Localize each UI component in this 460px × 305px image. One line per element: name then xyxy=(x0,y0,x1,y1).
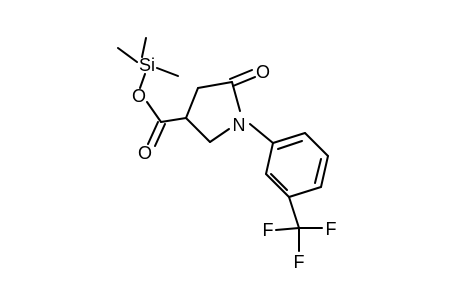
bond-ring-c4-c5 xyxy=(197,81,233,89)
bond-ar-inner-1 xyxy=(277,140,303,150)
bond-carboxyl-carbon-ring xyxy=(160,117,187,123)
bond-n-phenyl xyxy=(249,123,274,144)
bond-ar-1 xyxy=(272,132,306,144)
bond-si-methyl-right xyxy=(156,67,179,77)
bond-ar-3 xyxy=(320,155,329,188)
trifluoromethyl-group xyxy=(275,196,323,252)
pyrrolidinone-ring xyxy=(185,69,256,143)
bond-ar-5 xyxy=(265,173,290,198)
bond-lactam-double-b xyxy=(232,76,256,87)
lactam-oxygen-label: O xyxy=(256,62,270,82)
bond-ar-6 xyxy=(265,142,274,175)
nitrogen-atom-label: N xyxy=(233,115,246,135)
bond-carbonyl-double-b xyxy=(154,123,166,147)
ester-group xyxy=(146,101,187,147)
bond-ring-c3-c4 xyxy=(185,87,199,119)
trimethylsilyl-group xyxy=(117,37,179,89)
bond-ring-c2-c3 xyxy=(185,117,211,143)
fluorine-bottom-label: F xyxy=(294,252,305,272)
bond-c-f-left xyxy=(275,227,300,231)
bond-ar-inner-2 xyxy=(314,158,322,184)
ester-oxygen-label: O xyxy=(132,86,146,106)
fluorine-right-label: F xyxy=(326,219,337,239)
carbonyl-oxygen-label: O xyxy=(138,143,152,163)
bond-si-methyl-left xyxy=(117,47,138,63)
bond-carbonyl-double-a xyxy=(147,121,159,145)
fluorine-left-label: F xyxy=(263,220,274,240)
bond-ar-inner-3 xyxy=(270,173,288,191)
bond-ar-2 xyxy=(304,132,329,157)
bond-ar-4 xyxy=(288,186,322,198)
bond-si-methyl-upper xyxy=(141,37,147,58)
bond-ring-n-c2 xyxy=(209,128,230,143)
benzene-ring xyxy=(265,132,329,198)
silicon-atom-label: Si xyxy=(139,55,155,75)
bond-o-carboxyl-carbon xyxy=(146,101,162,123)
bond-lactam-double-a xyxy=(229,69,253,80)
bond-si-oxygen xyxy=(139,73,146,89)
bond-ar-cf3 xyxy=(288,196,300,229)
